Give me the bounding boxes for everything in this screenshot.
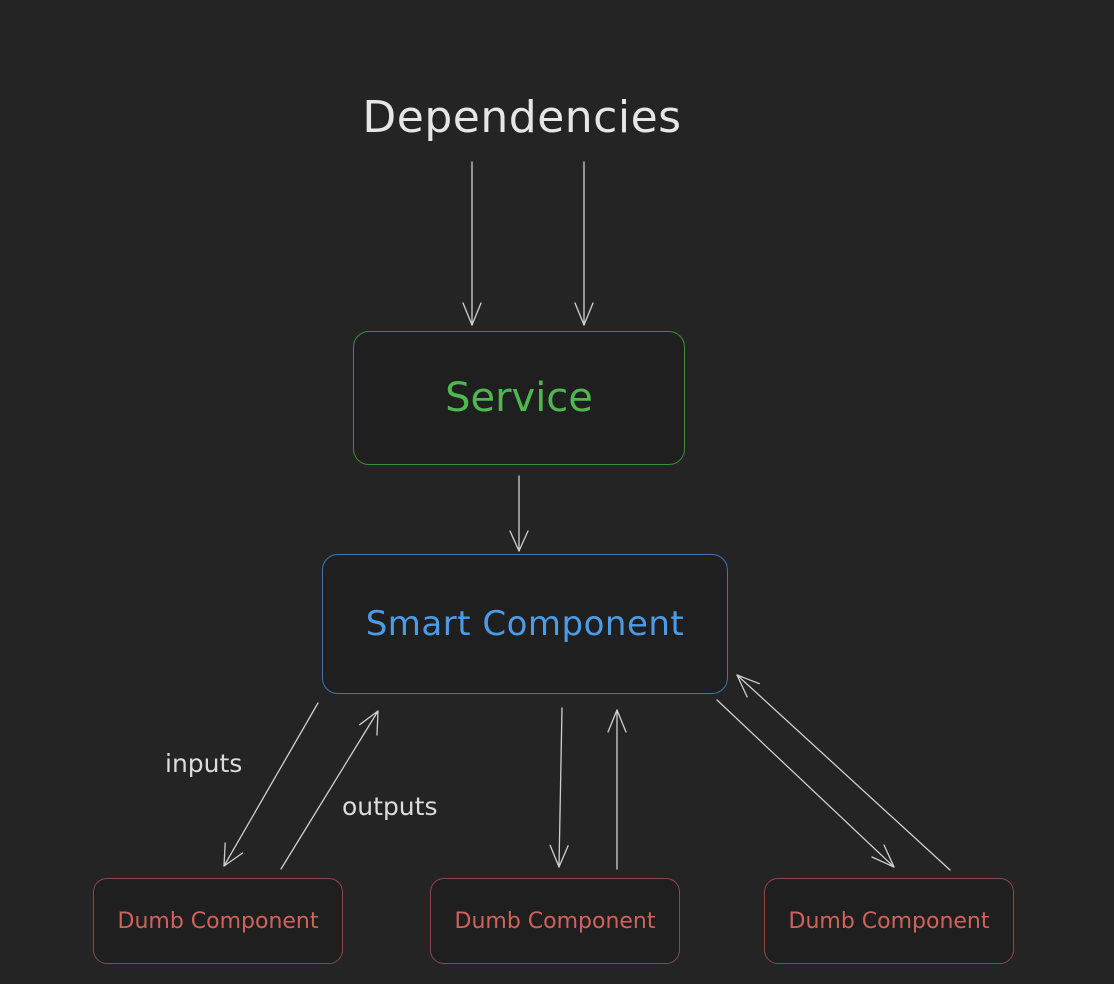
service-node: Service: [353, 331, 685, 465]
service-to-smart-arrow: [509, 475, 529, 552]
smart-to-dumb-2-arrow: [549, 707, 569, 868]
dumb-2-to-smart-arrow: [607, 709, 627, 870]
dependency-arrow-left: [462, 161, 482, 326]
outputs-label: outputs: [342, 792, 438, 821]
dumb-component-label-3: Dumb Component: [788, 908, 990, 934]
dumb-component-node-1: Dumb Component: [93, 878, 343, 964]
dumb-component-label-1: Dumb Component: [117, 908, 319, 934]
dumb-component-node-2: Dumb Component: [430, 878, 680, 964]
dumb-component-label-2: Dumb Component: [454, 908, 656, 934]
smart-component-label: Smart Component: [365, 604, 685, 644]
inputs-label: inputs: [165, 749, 243, 778]
dependencies-title: Dependencies: [362, 92, 682, 143]
inputs-arrow: [223, 702, 319, 867]
dumb-component-node-3: Dumb Component: [764, 878, 1014, 964]
smart-to-dumb-3-arrow: [716, 699, 895, 868]
outputs-arrow: [280, 710, 379, 870]
smart-component-node: Smart Component: [322, 554, 728, 694]
dependency-arrow-right: [574, 161, 594, 326]
service-label: Service: [445, 375, 593, 421]
dumb-3-to-smart-arrow: [736, 674, 951, 871]
